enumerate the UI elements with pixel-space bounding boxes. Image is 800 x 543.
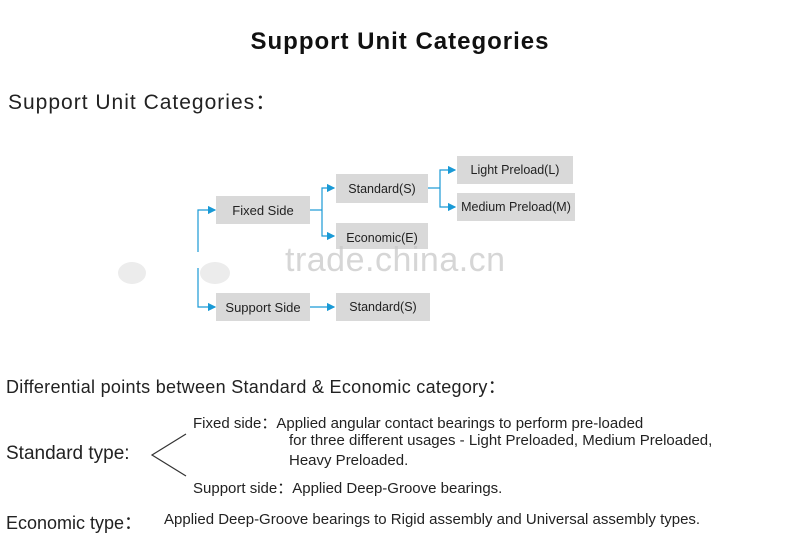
support-side-box: Support Side	[216, 293, 310, 321]
economic-type-label: Economic type：	[6, 513, 143, 533]
fixed-side-line-2: for three different usages - Light Prelo…	[289, 432, 713, 449]
faded-image-left	[118, 262, 146, 284]
economic-e-box: Economic(E)	[336, 223, 428, 249]
medium-preload-box: Medium Preload(M)	[457, 193, 575, 221]
fixed-side-line-1: Fixed side：Applied angular contact beari…	[193, 415, 644, 432]
standard-s-box: Standard(S)	[336, 174, 428, 203]
section-heading: Support Unit Categories：	[8, 91, 278, 114]
fixed-side-line-3: Heavy Preloaded.	[289, 452, 409, 469]
connector-support	[197, 268, 217, 312]
faded-image-right	[200, 262, 230, 284]
light-preload-box: Light Preload(L)	[457, 156, 573, 184]
standard-type-label: Standard type:	[6, 443, 130, 464]
fixed-side-box: Fixed Side	[216, 196, 310, 224]
page-title: Support Unit Categories	[250, 28, 550, 55]
differential-heading: Differential points between Standard & E…	[6, 377, 507, 397]
watermark: trade.china.cn	[285, 241, 506, 279]
economic-type-text: Applied Deep-Groove bearings to Rigid as…	[164, 511, 701, 528]
connector-fixed	[197, 205, 217, 252]
support-side-line: Support side：Applied Deep-Groove bearing…	[193, 480, 503, 497]
support-standard-s-box: Standard(S)	[336, 293, 430, 321]
